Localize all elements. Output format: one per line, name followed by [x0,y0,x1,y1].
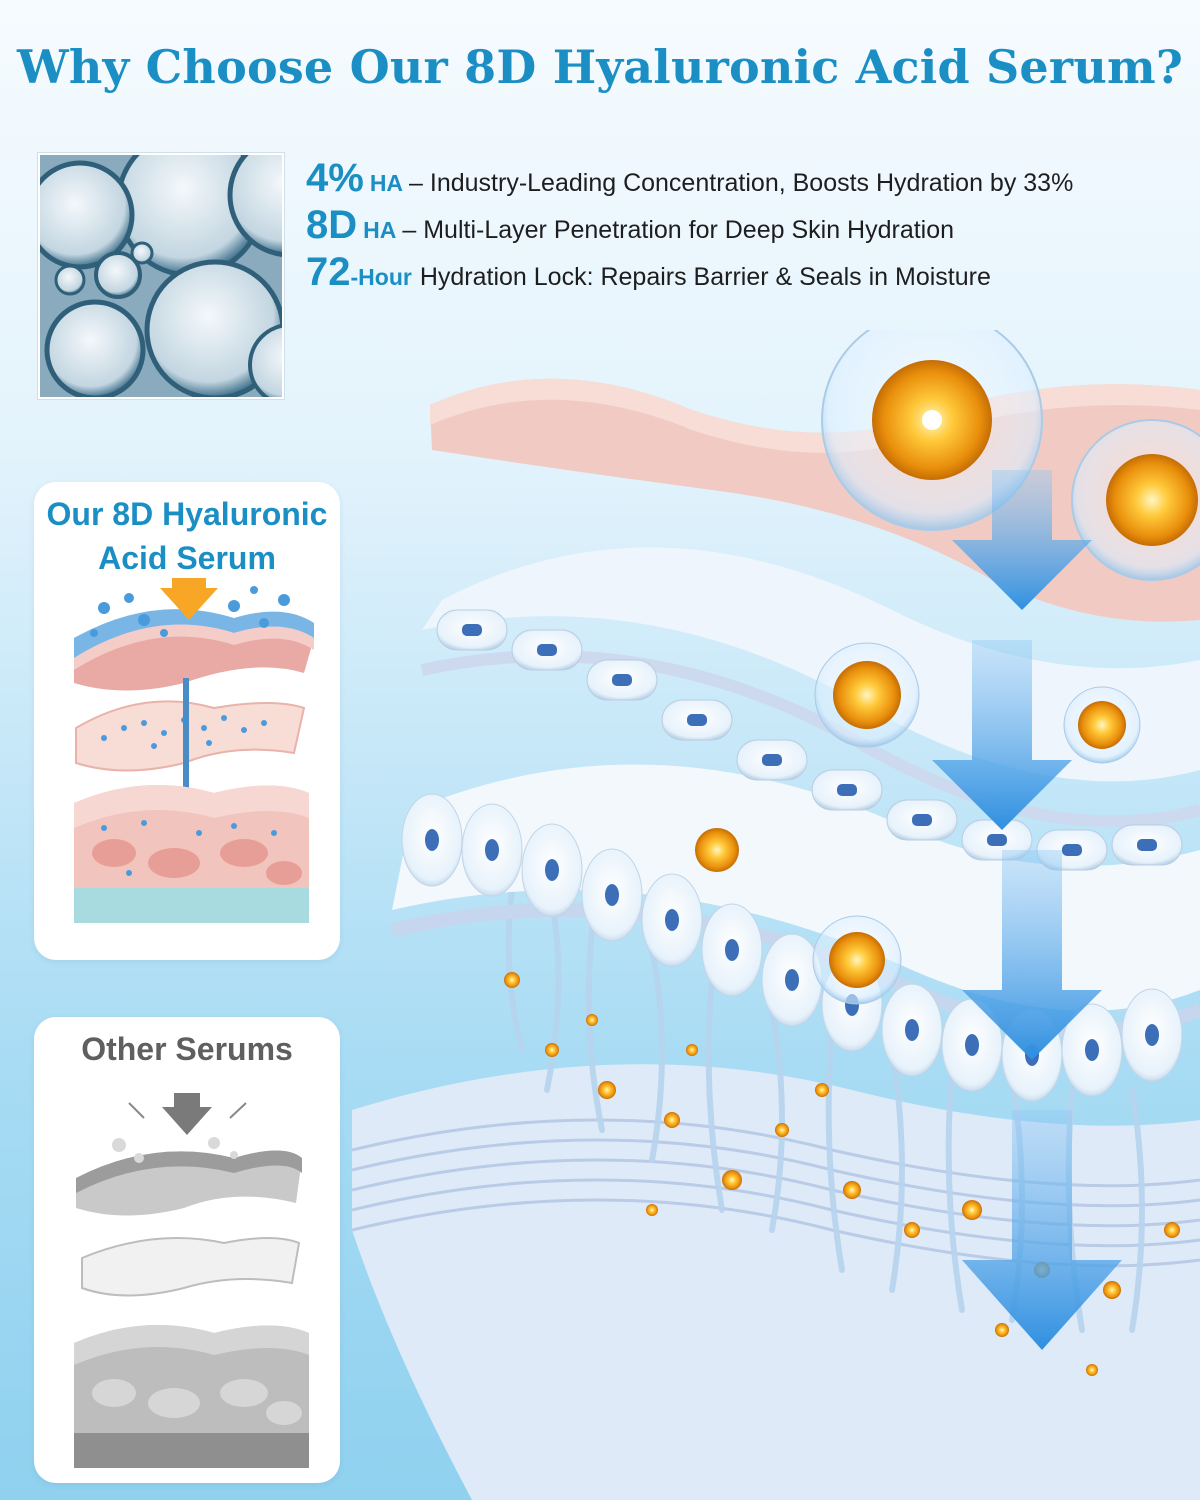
cell-row-middle [401,793,1183,1102]
feature-text: – Industry-Leading Concentration, Boosts… [409,169,1074,197]
page-headline: Why Choose Our 8D Hyaluronic Acid Serum? [16,40,1184,94]
feature-penetration: 8D HA – Multi-Layer Penetration for Deep… [306,203,1073,250]
feature-unit: HA [363,217,397,243]
other-serums-title: Other Serums [81,1031,293,1067]
other-serums-layers-illustration [74,1093,309,1468]
feature-value: 4% [306,156,364,200]
our-serum-title-line1: Our 8D Hyaluronic [46,496,328,532]
feature-text: Hydration Lock: Repairs Barrier & Seals … [419,263,991,291]
our-serum-card: Our 8D Hyaluronic Acid Serum [34,482,340,960]
other-serums-card: Other Serums [34,1017,340,1483]
our-serum-title: Our 8D Hyaluronic Acid Serum [34,492,340,580]
feature-list: 4% HA – Industry-Leading Concentration, … [306,156,1073,297]
serum-sphere-icon [821,330,1043,531]
feature-value: 8D [306,203,358,247]
our-serum-layers-illustration [74,578,314,923]
feature-value: 72 [306,250,351,294]
penetration-arrow-icon [160,578,218,620]
bubble-photo [38,153,284,399]
penetration-arrow-icon [932,470,1122,1350]
our-serum-title-line2: Acid Serum [98,540,276,576]
skin-layers-illustration [352,330,1200,1500]
feature-hydration-lock: 72 -Hour Hydration Lock: Repairs Barrier… [306,250,1073,297]
feature-text: – Multi-Layer Penetration for Deep Skin … [402,216,955,244]
feature-concentration: 4% HA – Industry-Leading Concentration, … [306,156,1073,203]
feature-unit: -Hour [350,264,412,290]
feature-unit: HA [369,170,404,196]
